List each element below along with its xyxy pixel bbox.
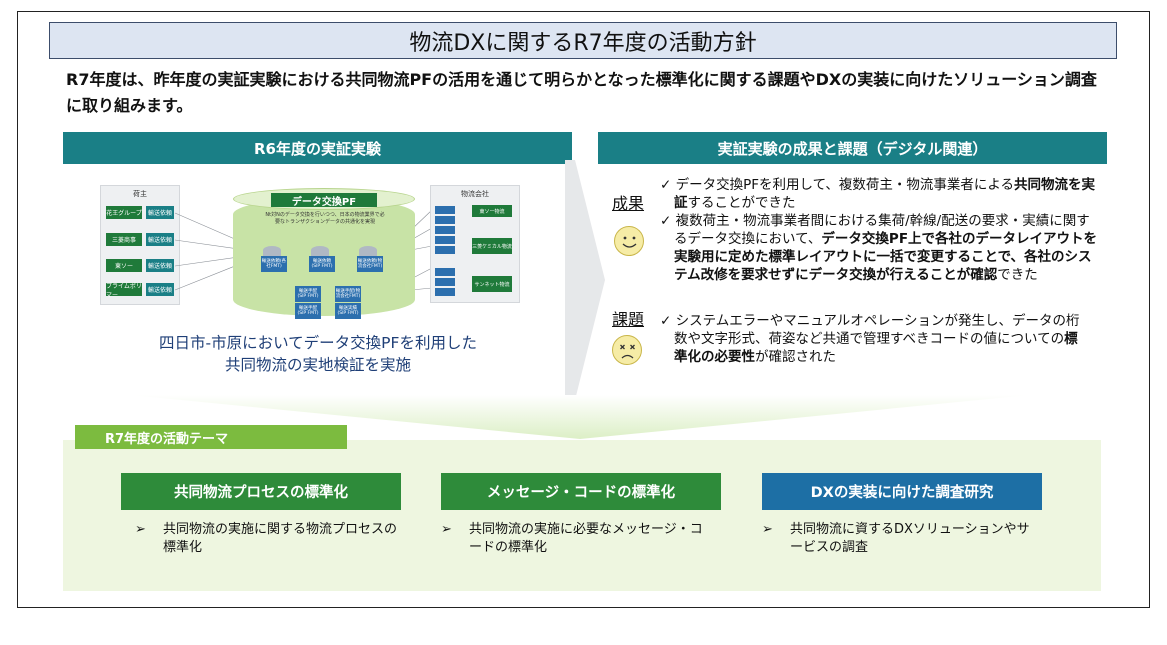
pf-label: データ交換PF <box>271 193 377 208</box>
result-label: 成果 <box>612 194 645 213</box>
shipper-column-title: 荷主 <box>133 190 147 198</box>
carrier-tag <box>435 246 455 254</box>
slide-frame <box>17 11 1150 608</box>
flow-box: 輸送依頼(各社FMT) <box>261 256 287 272</box>
theme-box-dx: DXの実装に向けた調査研究 <box>762 473 1042 510</box>
intro-text: R7年度は、昨年度の実証実験における共同物流PFの活用を通じて明らかとなった標準… <box>66 70 1097 115</box>
caption-line-1: 四日市-市原においてデータ交換PFを利用した <box>159 334 477 352</box>
carrier-tag <box>435 206 455 214</box>
chevron-right-icon <box>565 160 605 400</box>
carrier-tag <box>435 236 455 244</box>
down-arrow-icon <box>130 395 1030 439</box>
flow-box: 輸送依頼(物流会社FMT) <box>357 256 383 272</box>
theme-desc-process: ➢ 共同物流の実施に関する物流プロセスの標準化 <box>135 522 398 555</box>
carrier-tag <box>435 216 455 224</box>
shipper-tag: 輸送依頼 <box>146 259 174 272</box>
result-bullets: ✓ データ交換PFを利用して、複数荷主・物流事業者による共同物流を実証することが… <box>660 176 1100 284</box>
theme-desc-message: ➢ 共同物流の実施に必要なメッセージ・コードの標準化 <box>441 522 703 555</box>
shipper-box: 東ソー <box>106 259 142 272</box>
carrier-box: 三菱ケミカル物流 <box>472 238 512 254</box>
pf-note: Nt対Nのデータ交換を行いつつ、日本の物流業界で必要なトランザクションデータの共… <box>265 212 385 225</box>
diagram-caption: 四日市-市原においてデータ交換PFを利用した 共同物流の実地検証を実施 <box>100 332 536 376</box>
shipper-tag: 輸送依頼 <box>146 233 174 246</box>
theme-box-process: 共同物流プロセスの標準化 <box>121 473 401 510</box>
data-exchange-diagram: 荷主 花王グループ 輸送依頼 三菱商事 輸送依頼 東ソー 輸送依頼 プライムポリ… <box>100 180 520 323</box>
shipper-box: 花王グループ <box>106 206 142 219</box>
result-bullet: ✓ 複数荷主・物流事業者間における集荷/幹線/配送の要求・実績に関するデータ交換… <box>660 213 1098 283</box>
flow-box: 輸送依頼(SIP FMT) <box>309 256 335 272</box>
flow-box: 輸送手配(物流会社FMT) <box>335 286 361 302</box>
issue-label: 課題 <box>612 310 645 329</box>
carrier-tag <box>435 288 455 296</box>
shipper-tag: 輸送依頼 <box>146 283 174 296</box>
carrier-column-title: 物流会社 <box>461 190 489 198</box>
theme-box-message: メッセージ・コードの標準化 <box>441 473 721 510</box>
themes-area <box>63 440 1101 591</box>
carrier-box: 東ソー物流 <box>472 205 512 217</box>
carrier-tag <box>435 226 455 234</box>
theme-desc-dx: ➢ 共同物流に資するDXソリューションやサービスの調査 <box>762 522 1030 555</box>
themes-tab: R7年度の活動テーマ <box>75 425 347 449</box>
caption-line-2: 共同物流の実地検証を実施 <box>224 356 411 374</box>
bullet-arrow-icon: ➢ <box>762 522 773 537</box>
carrier-tag <box>435 278 455 286</box>
shipper-box: プライムポリマー <box>106 282 142 299</box>
shipper-box: 三菱商事 <box>106 233 142 246</box>
flow-box: 輸送手配(SIP FMT) <box>295 303 321 319</box>
slide-title: 物流DXに関するR7年度の活動方針 <box>49 22 1117 59</box>
issue-bullets: ✓ システムエラーやマニュアルオペレーションが発生し、データの桁数や文字形式、荷… <box>660 312 1090 366</box>
right-section-header: 実証実験の成果と課題（デジタル関連） <box>598 132 1107 164</box>
bullet-arrow-icon: ➢ <box>441 522 452 537</box>
flow-box: 輸送実績(SIP FMT) <box>335 303 361 319</box>
carrier-box: サンネット物流 <box>472 276 512 292</box>
data-exchange-pf: データ交換PF Nt対Nのデータ交換を行いつつ、日本の物流業界で必要なトランザク… <box>233 188 415 320</box>
flow-box: 輸送手配(SIP FMT) <box>295 286 321 302</box>
result-bullet: ✓ データ交換PFを利用して、複数荷主・物流事業者による共同物流を実証することが… <box>660 177 1096 211</box>
smile-face-icon <box>614 226 644 256</box>
bullet-arrow-icon: ➢ <box>135 522 146 537</box>
issue-bullet: ✓ システムエラーやマニュアルオペレーションが発生し、データの桁数や文字形式、荷… <box>660 313 1080 365</box>
left-section-header: R6年度の実証実験 <box>63 132 572 164</box>
shipper-tag: 輸送依頼 <box>146 206 174 219</box>
carrier-tag <box>435 268 455 276</box>
sad-face-icon <box>612 335 642 365</box>
